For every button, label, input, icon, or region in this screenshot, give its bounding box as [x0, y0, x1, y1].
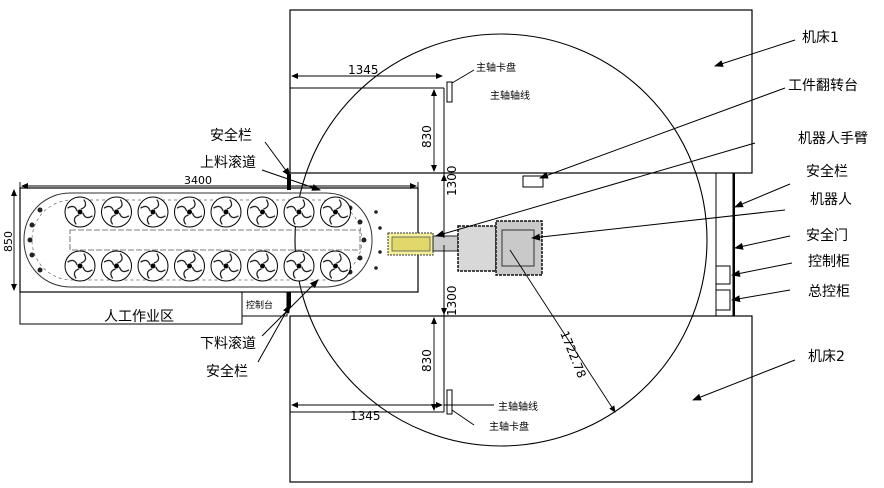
conveyor-roller [283, 250, 315, 282]
label-console: 控制台 [246, 299, 273, 311]
robot-body [387, 220, 543, 276]
spindle-chuck-bottom [446, 389, 453, 415]
label-robot: 机器人 [810, 192, 852, 208]
label-fence-left-top: 安全栏 [210, 127, 252, 144]
label-safety-door: 安全门 [806, 227, 848, 244]
label-unloading-conveyor: 下料滚道 [200, 335, 256, 352]
label-axis-top: 主轴轴线 [490, 89, 530, 102]
conveyor-roller [247, 196, 278, 228]
dim-spindle-offset-top: 1345 [348, 63, 379, 77]
label-manual-zone: 人工作业区 [104, 309, 174, 325]
conveyor-roller [64, 250, 96, 282]
chuck-leaders [444, 69, 494, 426]
spindle-chuck-top [446, 81, 453, 103]
conveyor-roller [320, 250, 351, 282]
conveyor-roller [247, 250, 278, 282]
dim-spindle-offset-bottom: 1345 [350, 409, 381, 423]
conveyor-roller [174, 250, 205, 282]
label-machine-2: 机床2 [808, 349, 845, 365]
right-safety-fence [715, 172, 735, 317]
conveyor-roller [101, 250, 132, 282]
left-fence-post-bottom [287, 292, 291, 308]
dim-conveyor-width: 850 [2, 231, 15, 252]
label-control-cabinet: 控制柜 [808, 254, 850, 270]
conveyor-rollers [64, 196, 351, 282]
label-chuck-bottom: 主轴卡盘 [489, 420, 529, 433]
conveyor-roller [64, 196, 96, 228]
conveyor-roller [101, 196, 132, 228]
machine-2 [289, 315, 753, 483]
label-axis-bottom: 主轴轴线 [498, 400, 538, 413]
left-fence-post-top [287, 174, 291, 190]
label-robot-arm: 机器人手臂 [798, 131, 868, 147]
conveyor-roller [137, 196, 169, 228]
conveyor-roller [210, 196, 242, 228]
dim-conveyor-length: 3400 [184, 174, 212, 187]
robot-reach-circle [294, 33, 708, 447]
label-fence-left-bottom: 安全栏 [206, 363, 248, 380]
label-machine-1: 机床1 [802, 30, 839, 46]
turntable-box [522, 175, 544, 188]
conveyor-roller [320, 196, 351, 228]
conveyor [19, 187, 419, 293]
conveyor-roller [210, 250, 242, 282]
label-fence-right: 安全栏 [806, 163, 848, 180]
conveyor-roller [174, 196, 205, 228]
leader-lines [257, 39, 796, 401]
label-loading-conveyor: 上料滚道 [200, 154, 256, 171]
control-cabinet-box [715, 265, 731, 285]
conveyor-roller [283, 196, 315, 228]
label-chuck-top: 主轴卡盘 [476, 61, 516, 74]
dim-axis-gap-top: 830 [420, 125, 434, 148]
machine-1 [289, 9, 753, 174]
label-main-cabinet: 总控柜 [808, 284, 850, 300]
main-cabinet-box [715, 289, 731, 311]
conveyor-roller [137, 250, 169, 282]
dimension-lines [11, 73, 616, 413]
dim-center-top: 1300 [445, 165, 459, 196]
label-turntable: 工件翻转台 [788, 78, 858, 94]
dim-axis-gap-bottom: 830 [420, 349, 434, 372]
dim-reach-radius: 1722.78 [557, 329, 589, 380]
dim-center-bottom: 1300 [445, 285, 459, 316]
